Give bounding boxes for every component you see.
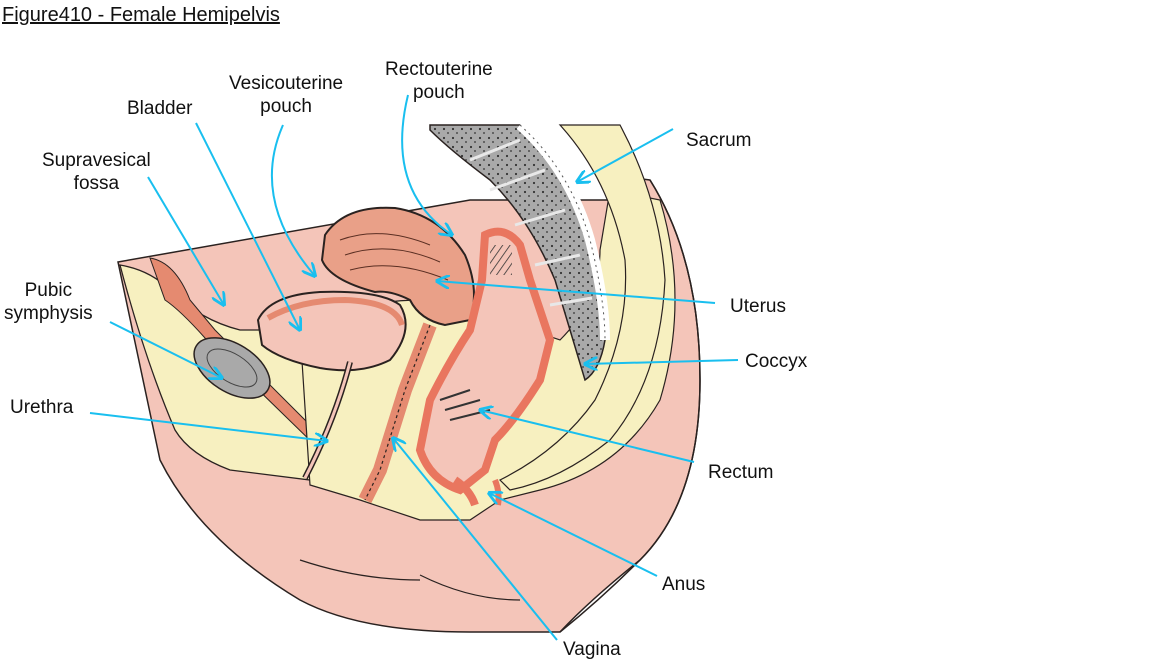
leader-uterus xyxy=(437,281,716,304)
label-vagina-text: Vagina xyxy=(563,639,621,660)
label-vesicouterine-line1: Vesicouterine xyxy=(229,73,344,94)
label-rectum-text: Rectum xyxy=(708,462,774,483)
label-sacrum-text: Sacrum xyxy=(686,130,752,151)
label-pubic-line2: symphysis xyxy=(4,303,93,324)
label-rectum: Rectum xyxy=(708,461,773,484)
leader-rectum xyxy=(480,410,695,463)
label-rectouterine-pouch: Rectouterine pouch xyxy=(385,58,493,104)
leader-supravesical xyxy=(147,176,224,305)
label-supravesical-line2: fossa xyxy=(73,173,120,194)
figure-title: Figure410 - Female Hemipelvis xyxy=(2,4,280,26)
buttock-edge xyxy=(559,179,701,633)
leader-urethra xyxy=(89,412,327,441)
posterior-fat xyxy=(498,124,666,491)
label-bladder: Bladder xyxy=(127,97,193,120)
leader-vesicouterine xyxy=(270,124,315,276)
rectum xyxy=(415,227,555,495)
label-uterus: Uterus xyxy=(730,295,786,318)
pubic-symphysis-bone xyxy=(193,337,271,399)
leader-sacrum xyxy=(577,128,674,182)
label-vesicouterine-line2: pouch xyxy=(260,96,312,117)
label-supravesical-fossa: Supravesical fossa xyxy=(42,149,151,195)
leader-coccyx xyxy=(585,360,739,364)
label-anus: Anus xyxy=(662,573,705,596)
label-urethra: Urethra xyxy=(10,396,73,419)
leader-rectouterine xyxy=(401,94,452,235)
label-pubic-symphysis: Pubic symphysis xyxy=(4,279,93,325)
label-rectouterine-line2: pouch xyxy=(412,82,465,103)
label-uterus-text: Uterus xyxy=(730,296,786,317)
leader-anus xyxy=(489,493,658,577)
bladder xyxy=(256,290,407,372)
label-pubic-line1: Pubic xyxy=(24,280,73,301)
label-vagina: Vagina xyxy=(563,638,621,661)
label-coccyx-text: Coccyx xyxy=(745,351,808,372)
label-bladder-text: Bladder xyxy=(127,98,193,119)
leader-vagina xyxy=(393,438,558,641)
label-urethra-text: Urethra xyxy=(10,397,74,418)
label-vesicouterine-pouch: Vesicouterine pouch xyxy=(229,72,343,118)
leader-bladder xyxy=(195,122,300,330)
label-anus-text: Anus xyxy=(662,574,706,595)
label-supravesical-line1: Supravesical xyxy=(42,150,151,171)
leader-pubic xyxy=(109,321,222,378)
label-rectouterine-line1: Rectouterine xyxy=(385,59,493,80)
label-coccyx: Coccyx xyxy=(745,350,807,373)
anal-canal xyxy=(452,476,479,507)
label-sacrum: Sacrum xyxy=(686,129,751,152)
